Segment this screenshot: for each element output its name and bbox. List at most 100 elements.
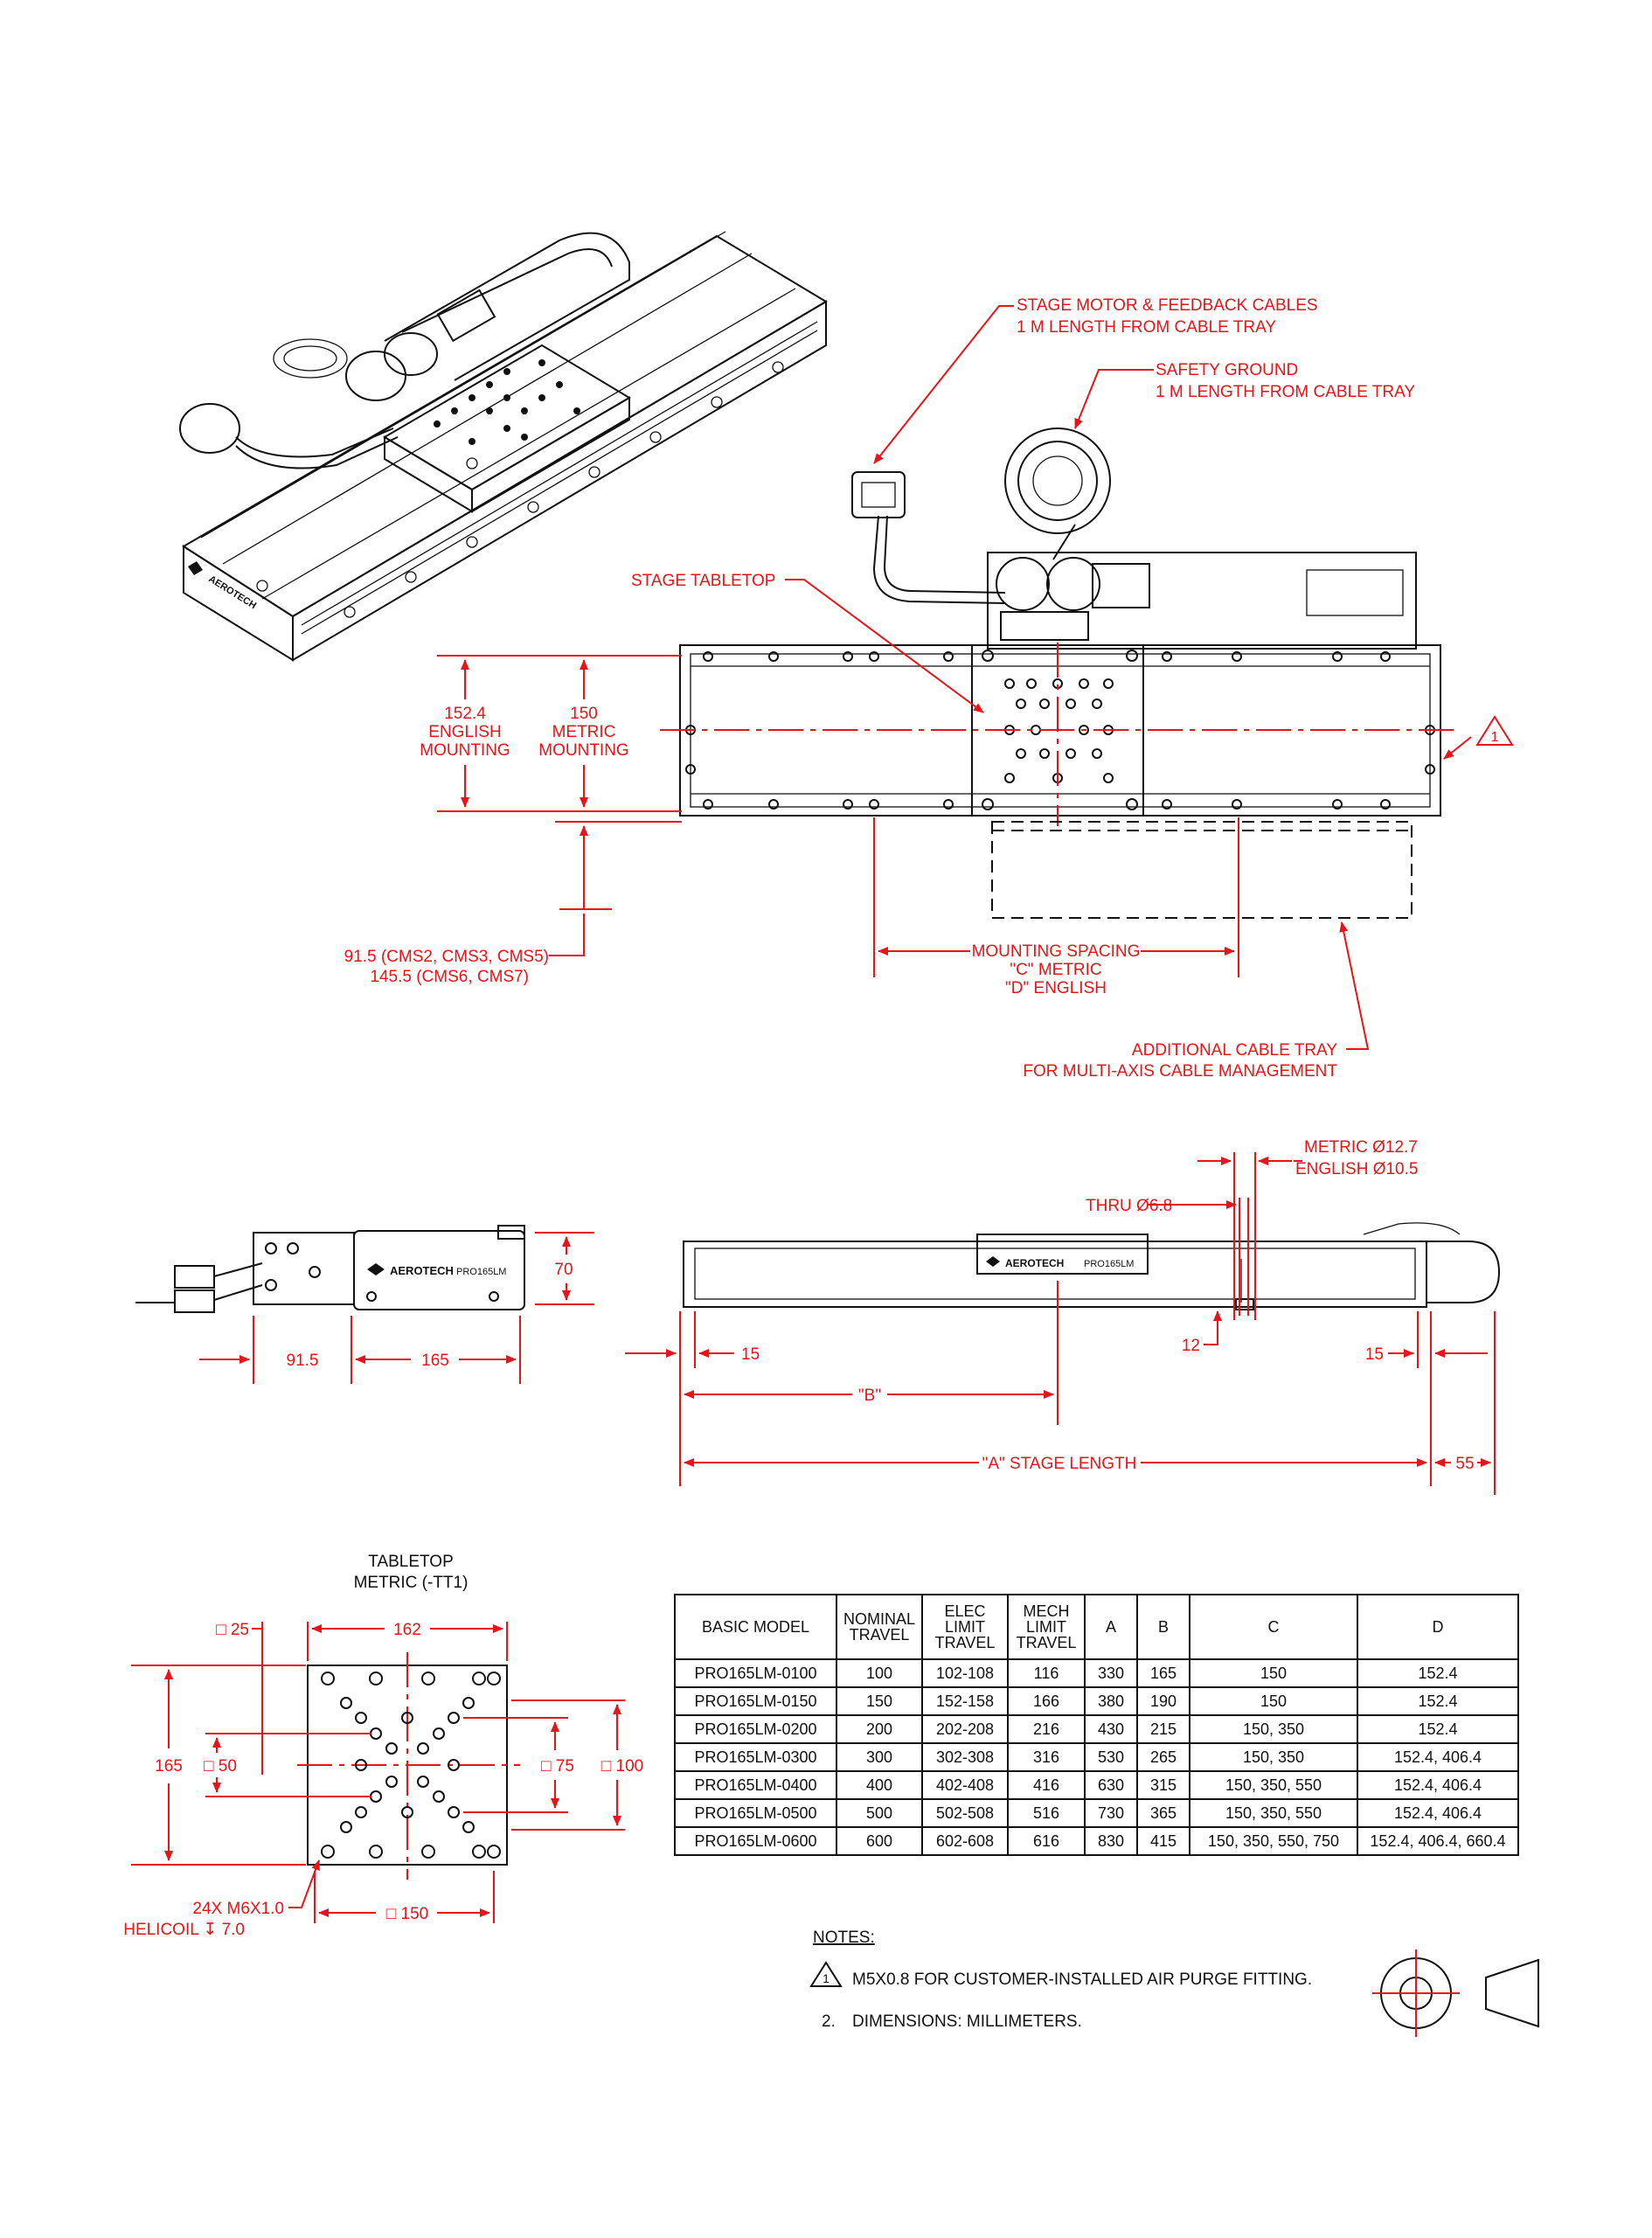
dim-91-5: 91.5	[287, 1352, 319, 1370]
table-cell: 416	[1007, 1770, 1086, 1800]
table-cell: 402-408	[921, 1770, 1009, 1800]
english-mount-2: ENGLISH	[428, 723, 501, 741]
table-cell: 100	[836, 1658, 923, 1688]
table-cell: 330	[1084, 1658, 1138, 1688]
cms-line1: 91.5 (CMS2, CMS3, CMS5)	[344, 948, 549, 966]
note-1-flag: 1	[823, 1971, 829, 1985]
dim-50: □ 50	[204, 1757, 237, 1776]
table-cell: 265	[1136, 1742, 1190, 1772]
cms-line2: 145.5 (CMS6, CMS7)	[370, 968, 529, 986]
note-2-text: DIMENSIONS: MILLIMETERS.	[852, 2012, 1082, 2031]
table-cell: 502-508	[921, 1798, 1009, 1828]
table-cell: 516	[1007, 1798, 1086, 1828]
table-cell: 730	[1084, 1798, 1138, 1828]
col-b: B	[1136, 1594, 1190, 1660]
table-cell: PRO165LM-0200	[674, 1714, 837, 1744]
table-cell: 150	[1189, 1686, 1358, 1716]
table-cell: 600	[836, 1826, 923, 1856]
model-spec-table: BASIC MODEL NOMINAL TRAVEL ELEC LIMIT TR…	[674, 1594, 1519, 1856]
tabletop-detail: TABLETOP METRIC (-TT1) 162	[123, 1553, 643, 1939]
dim-15-left: 15	[741, 1345, 760, 1364]
table-cell: 150, 350, 550, 750	[1189, 1826, 1358, 1856]
col-elec-limit: ELEC LIMIT TRAVEL	[921, 1594, 1009, 1660]
tabletop-title-1: TABLETOP	[368, 1553, 454, 1571]
holes-line1: 24X M6X1.0	[192, 1900, 284, 1918]
english-mount-3: MOUNTING	[420, 741, 510, 760]
cable-tray-line1: ADDITIONAL CABLE TRAY	[1132, 1041, 1337, 1060]
holes-line2: HELICOIL ↧ 7.0	[123, 1921, 245, 1939]
cable-tray-line2: FOR MULTI-AXIS CABLE MANAGEMENT	[1023, 1062, 1337, 1081]
table-cell: 302-308	[921, 1742, 1009, 1772]
table-cell: 616	[1007, 1826, 1086, 1856]
table-cell: PRO165LM-0300	[674, 1742, 837, 1772]
dim-15-right: 15	[1365, 1345, 1384, 1364]
table-cell: 202-208	[921, 1714, 1009, 1744]
col-nominal-travel: NOMINAL TRAVEL	[836, 1594, 923, 1660]
safety-ground-line2: 1 M LENGTH FROM CABLE TRAY	[1156, 383, 1415, 401]
table-cell: 430	[1084, 1714, 1138, 1744]
english-dia: ENGLISH Ø10.5	[1295, 1160, 1418, 1178]
table-cell: PRO165LM-0150	[674, 1686, 837, 1716]
dim-25: □ 25	[216, 1621, 249, 1639]
side-view: AEROTECH PRO165LM	[683, 1222, 1501, 1310]
table-cell: 166	[1007, 1686, 1086, 1716]
table-header-row: BASIC MODEL NOMINAL TRAVEL ELEC LIMIT TR…	[674, 1594, 1519, 1660]
table-cell: 152-158	[921, 1686, 1009, 1716]
col-d: D	[1357, 1594, 1519, 1660]
metric-mount-3: MOUNTING	[538, 741, 628, 760]
col-basic-model: BASIC MODEL	[674, 1594, 837, 1660]
table-cell: PRO165LM-0100	[674, 1658, 837, 1688]
table-cell: 830	[1084, 1826, 1138, 1856]
table-cell: 152.4, 406.4, 660.4	[1357, 1826, 1519, 1856]
table-cell: 380	[1084, 1686, 1138, 1716]
table-cell: 150	[836, 1686, 923, 1716]
side-view-dimensions: METRIC Ø12.7 ENGLISH Ø10.5 THRU Ø6.8 12 …	[625, 1138, 1496, 1495]
dim-12: 12	[1182, 1337, 1200, 1355]
table-cell: 602-608	[921, 1826, 1009, 1856]
spacing-line3: "D" ENGLISH	[1005, 979, 1107, 997]
motor-cables-line2: 1 M LENGTH FROM CABLE TRAY	[1017, 318, 1276, 337]
table-cell: 150, 350	[1189, 1714, 1358, 1744]
table-cell: 116	[1007, 1658, 1086, 1688]
table-cell: 530	[1084, 1742, 1138, 1772]
table-cell: 500	[836, 1798, 923, 1828]
side-model: PRO165LM	[1084, 1259, 1134, 1269]
thru-dia: THRU Ø6.8	[1086, 1197, 1172, 1215]
isometric-view: AEROTECH	[179, 231, 828, 662]
dim-162: 162	[393, 1621, 421, 1639]
english-mount-1: 152.4	[444, 705, 486, 723]
table-cell: 150, 350	[1189, 1742, 1358, 1772]
end-brand: AEROTECH	[390, 1264, 454, 1277]
top-view	[660, 427, 1455, 919]
col-mech-limit: MECH LIMIT TRAVEL	[1007, 1594, 1086, 1660]
dim-a: "A" STAGE LENGTH	[982, 1455, 1137, 1473]
dim-75: □ 75	[541, 1757, 574, 1776]
table-cell: 215	[1136, 1714, 1190, 1744]
metric-mount-2: METRIC	[552, 723, 616, 741]
note-1-text: M5X0.8 FOR CUSTOMER-INSTALLED AIR PURGE …	[852, 1970, 1312, 1989]
tabletop-title-2: METRIC (-TT1)	[354, 1574, 469, 1592]
dim-165-end: 165	[421, 1352, 449, 1370]
dim-70: 70	[554, 1261, 573, 1279]
col-a: A	[1084, 1594, 1138, 1660]
third-angle-projection-symbol	[1372, 1950, 1539, 2037]
table-cell: 102-108	[921, 1658, 1009, 1688]
safety-ground-line1: SAFETY GROUND	[1156, 361, 1298, 379]
notes: NOTES: 1 M5X0.8 FOR CUSTOMER-INSTALLED A…	[809, 1929, 1312, 2031]
end-model: PRO165LM	[456, 1267, 506, 1277]
top-view-dimensions: STAGE MOTOR & FEEDBACK CABLES 1 M LENGTH…	[344, 296, 1514, 1081]
dim-165-tt: 165	[155, 1757, 183, 1776]
stage-tabletop-label: STAGE TABLETOP	[631, 572, 775, 590]
dim-b: "B"	[858, 1387, 881, 1405]
table-cell: 152.4	[1357, 1714, 1519, 1744]
table-cell: 152.4, 406.4	[1357, 1798, 1519, 1828]
motor-cables-line1: STAGE MOTOR & FEEDBACK CABLES	[1017, 296, 1318, 315]
dim-55: 55	[1455, 1455, 1474, 1473]
dim-150: □ 150	[386, 1905, 428, 1923]
spacing-line2: "C" METRIC	[1010, 961, 1101, 979]
